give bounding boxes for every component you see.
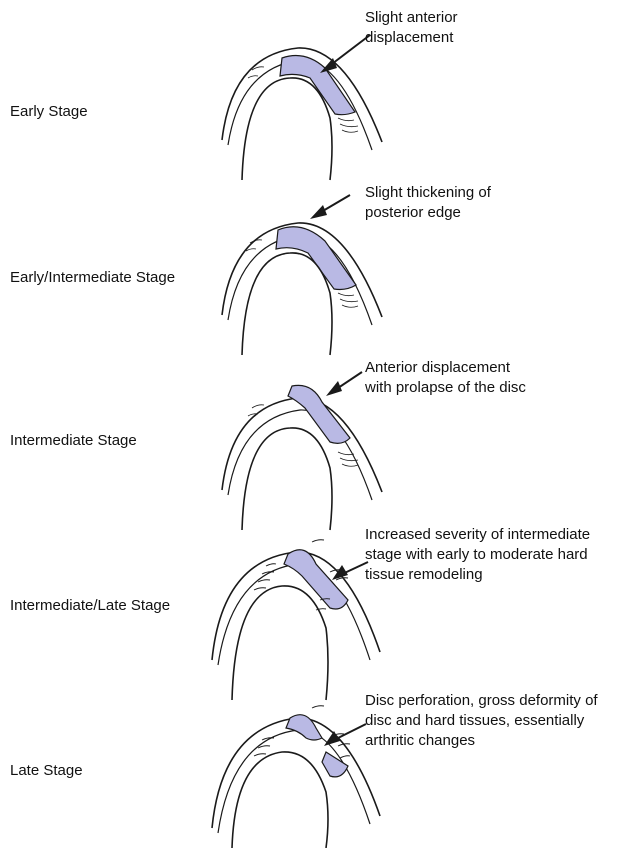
stage-annotation: Slight anterior displacement (365, 8, 620, 48)
annotation-line: disc and hard tissues, essentially (365, 711, 620, 731)
annotation-line: Increased severity of intermediate (365, 525, 620, 545)
annotation-line: with prolapse of the disc (365, 378, 620, 398)
stage-label: Early Stage (10, 103, 88, 120)
annotation-line: displacement (365, 28, 620, 48)
annotation-line: Slight anterior (365, 8, 620, 28)
stage-annotation: Anterior displacement with prolapse of t… (365, 358, 620, 398)
annotation-line: arthritic changes (365, 731, 620, 751)
stage-panel-early: Early Stage Slight anterior displacement (0, 0, 625, 160)
stage-panel-late: Late Stage Disc perforation, gross defor… (0, 688, 625, 848)
stage-panel-intermediate: Intermediate Stage Anterior displacement… (0, 350, 625, 510)
stage-annotation: Slight thickening of posterior edge (365, 183, 620, 223)
stage-label: Early/Intermediate Stage (10, 269, 175, 286)
annotation-line: tissue remodeling (365, 565, 620, 585)
annotation-line: stage with early to moderate hard (365, 545, 620, 565)
stage-label: Late Stage (10, 762, 83, 779)
annotation-line: Disc perforation, gross deformity of (365, 691, 620, 711)
stage-annotation: Disc perforation, gross deformity of dis… (365, 691, 620, 751)
annotation-line: posterior edge (365, 203, 620, 223)
stage-label: Intermediate Stage (10, 432, 137, 449)
annotation-line: Anterior displacement (365, 358, 620, 378)
stage-annotation: Increased severity of intermediate stage… (365, 525, 620, 585)
stage-label: Intermediate/Late Stage (10, 597, 170, 614)
annotation-line: Slight thickening of (365, 183, 620, 203)
stage-panel-early-intermediate: Early/Intermediate Stage Slight thickeni… (0, 175, 625, 335)
stage-panel-intermediate-late: Intermediate/Late Stage Increased severi… (0, 520, 625, 680)
